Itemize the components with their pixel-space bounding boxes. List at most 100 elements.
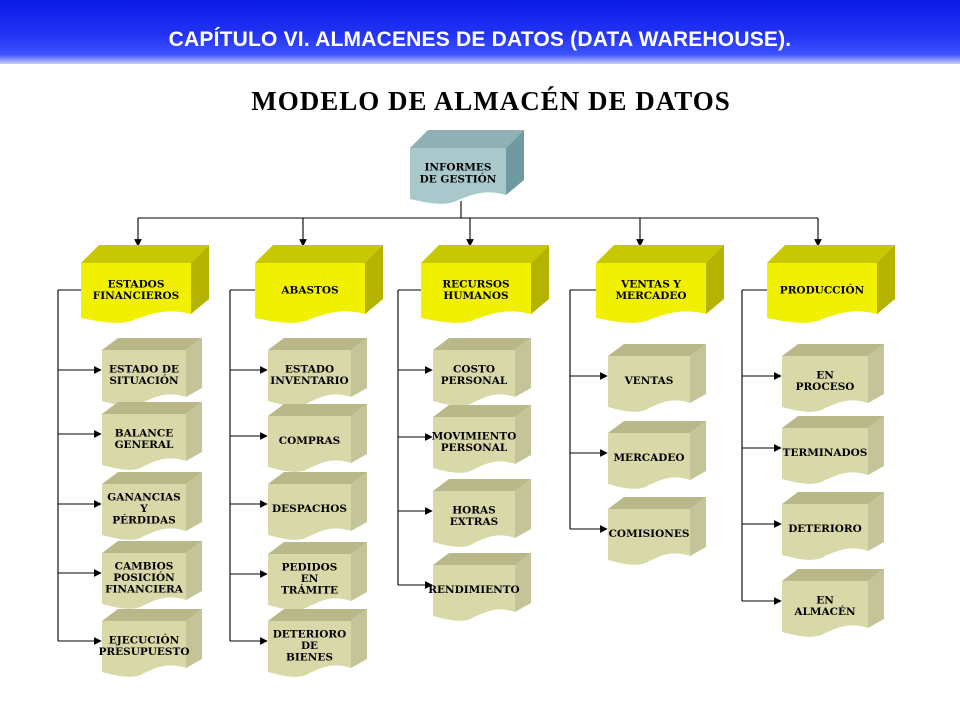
node-side-face <box>351 404 367 463</box>
node-label-line: BIENES <box>286 652 333 664</box>
node-front-face <box>268 350 351 406</box>
header-bar: CAPÍTULO VI. ALMACENES DE DATOS (DATA WA… <box>0 0 960 64</box>
node-label-line: VENTAS <box>624 375 674 387</box>
node-top-face <box>102 338 202 350</box>
node-label-line: DE <box>301 640 318 652</box>
node-top-face <box>782 416 884 428</box>
node-label-line: PEDIDOS <box>282 562 338 574</box>
node-front-face <box>433 491 515 547</box>
node-side-face <box>531 245 549 314</box>
node-label-line: MOVIMIENTO <box>432 430 517 442</box>
node-label-line: BALANCE <box>115 427 174 439</box>
leaf-node-2-3: RENDIMIENTO <box>428 553 531 621</box>
node-side-face <box>351 609 367 668</box>
diagram-title: MODELO DE ALMACÉN DE DATOS <box>251 86 731 116</box>
node-front-face <box>102 621 186 677</box>
node-side-face <box>690 344 706 403</box>
node-front-face <box>255 263 365 323</box>
node-side-face <box>868 492 884 551</box>
node-label-line: EJECUCIÓN <box>109 632 180 646</box>
leaf-node-3-2: COMISIONES <box>608 497 706 565</box>
node-label-line: ESTADO <box>285 363 334 375</box>
node-top-face <box>102 609 202 621</box>
node-top-face <box>268 472 367 484</box>
node-label-line: VENTAS Y <box>620 278 681 290</box>
node-front-face <box>433 417 515 473</box>
node-front-face <box>433 350 515 406</box>
node-label-line: INFORMES <box>424 161 491 173</box>
node-top-face <box>596 245 724 263</box>
leaf-node-3-1: MERCADEO <box>608 421 706 489</box>
node-label-line: RECURSOS <box>442 278 509 290</box>
node-side-face <box>706 245 724 314</box>
node-label-line: EN <box>816 369 834 381</box>
node-front-face <box>608 433 690 489</box>
node-top-face <box>433 479 531 491</box>
node-label-line: GANANCIAS <box>107 492 180 504</box>
node-label-line: DESPACHOS <box>272 503 347 515</box>
node-top-face <box>608 421 706 433</box>
node-label-line: PERSONAL <box>441 375 508 387</box>
node-top-face <box>102 541 202 553</box>
node-front-face <box>421 263 531 323</box>
node-front-face <box>596 263 706 323</box>
node-label-line: DETERIORO <box>788 523 862 535</box>
node-label-line: FINANCIEROS <box>93 290 179 302</box>
node-front-face <box>102 414 186 470</box>
node-label-line: DE GESTIÓN <box>420 172 497 186</box>
node-side-face <box>868 569 884 628</box>
node-label-line: ESTADO DE <box>109 363 179 375</box>
node-side-face <box>506 130 524 195</box>
node-side-face <box>868 416 884 475</box>
leaf-node-1-2: DESPACHOS <box>268 472 367 540</box>
leaf-node-3-0: VENTAS <box>608 344 706 412</box>
node-front-face <box>102 553 186 609</box>
node-label-line: ABASTOS <box>280 284 338 296</box>
node-top-face <box>433 338 531 350</box>
node-side-face <box>186 472 202 531</box>
node-front-face <box>433 565 515 621</box>
node-side-face <box>690 497 706 556</box>
node-side-face <box>186 338 202 397</box>
node-top-face <box>608 497 706 509</box>
node-front-face <box>102 350 186 406</box>
node-top-face <box>433 553 531 565</box>
node-side-face <box>515 553 531 612</box>
node-front-face <box>782 428 868 484</box>
node-side-face <box>515 405 531 464</box>
node-front-face <box>81 263 191 323</box>
leaf-node-4-2: DETERIORO <box>782 492 884 560</box>
node-label-line: EN <box>816 594 834 606</box>
node-side-face <box>186 609 202 668</box>
node-side-face <box>186 402 202 461</box>
node-label-line: GENERAL <box>115 439 174 451</box>
node-label-line: POSICIÓN <box>113 570 175 584</box>
node-label-line: DETERIORO <box>273 629 347 641</box>
node-label-line: TERMINADOS <box>783 447 868 459</box>
leaf-node-1-1: COMPRAS <box>268 404 367 472</box>
category-node-4: PRODUCCIÓN <box>767 245 895 323</box>
node-side-face <box>365 245 383 314</box>
category-node-1: ABASTOS <box>255 245 383 323</box>
node-side-face <box>191 245 209 314</box>
node-side-face <box>351 338 367 397</box>
node-label-line: PRESUPUESTO <box>99 646 190 658</box>
node-label-line: PERSONAL <box>441 442 508 454</box>
node-front-face <box>782 356 868 412</box>
node-front-face <box>782 581 868 637</box>
node-label-line: ESTADOS <box>108 278 165 290</box>
node-top-face <box>268 609 367 621</box>
node-label-line: CAMBIOS <box>115 561 174 573</box>
node-top-face <box>268 338 367 350</box>
node-top-face <box>782 492 884 504</box>
node-top-face <box>421 245 549 263</box>
node-label-line: TRÁMITE <box>281 583 338 597</box>
